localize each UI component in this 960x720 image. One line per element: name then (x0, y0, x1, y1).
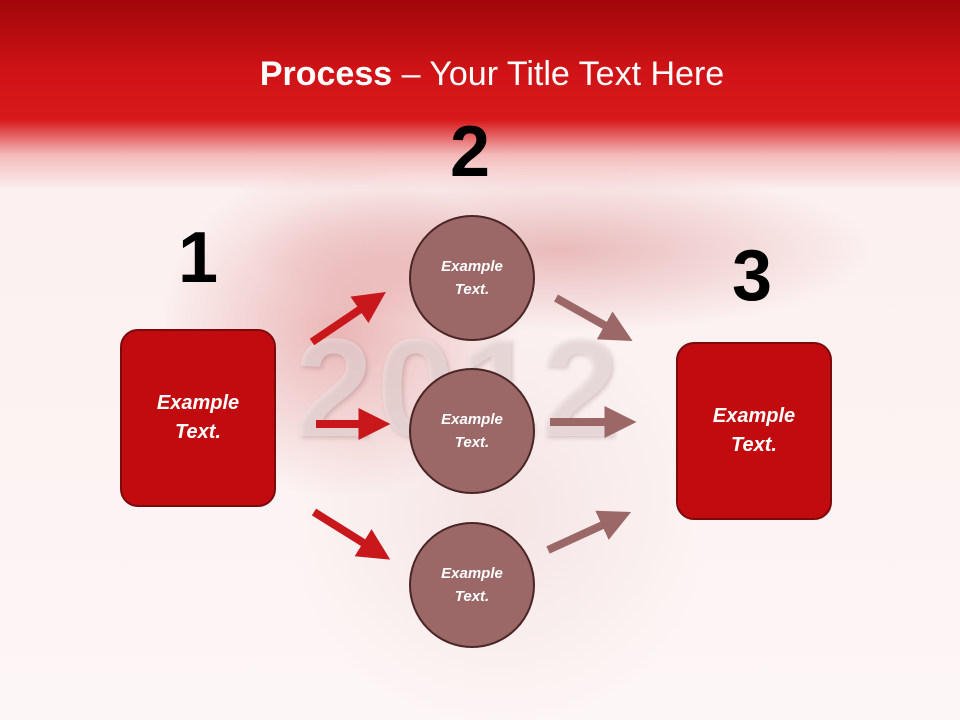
circle-top-text: Example Text. (441, 258, 503, 298)
slide-title: Process – Your Title Text Here (0, 52, 960, 96)
header-band (0, 0, 960, 190)
step-box-1-text: Example Text. (156, 392, 240, 443)
step-number-2: 2 (450, 112, 491, 192)
circle-middle[interactable]: Example Text. (409, 368, 535, 494)
title-rest: – Your Title Text Here (392, 55, 725, 93)
title-bold: Process (259, 55, 393, 93)
circle-bottom[interactable]: Example Text. (409, 522, 535, 648)
step-box-1[interactable]: Example Text. (120, 329, 276, 507)
step-box-3-text: Example Text. (712, 405, 796, 456)
arrow-left-bottom (311, 508, 391, 560)
circle-middle-text: Example Text. (441, 411, 503, 451)
arrow-right-top (554, 294, 633, 342)
step-number-1: 1 (178, 218, 219, 298)
arrow-left-top (309, 291, 386, 346)
circle-bottom-text: Example Text. (441, 565, 503, 605)
step-box-3[interactable]: Example Text. (676, 342, 832, 520)
arrow-right-bottom (546, 510, 632, 554)
step-number-3: 3 (732, 236, 773, 316)
circle-top[interactable]: Example Text. (409, 215, 535, 341)
